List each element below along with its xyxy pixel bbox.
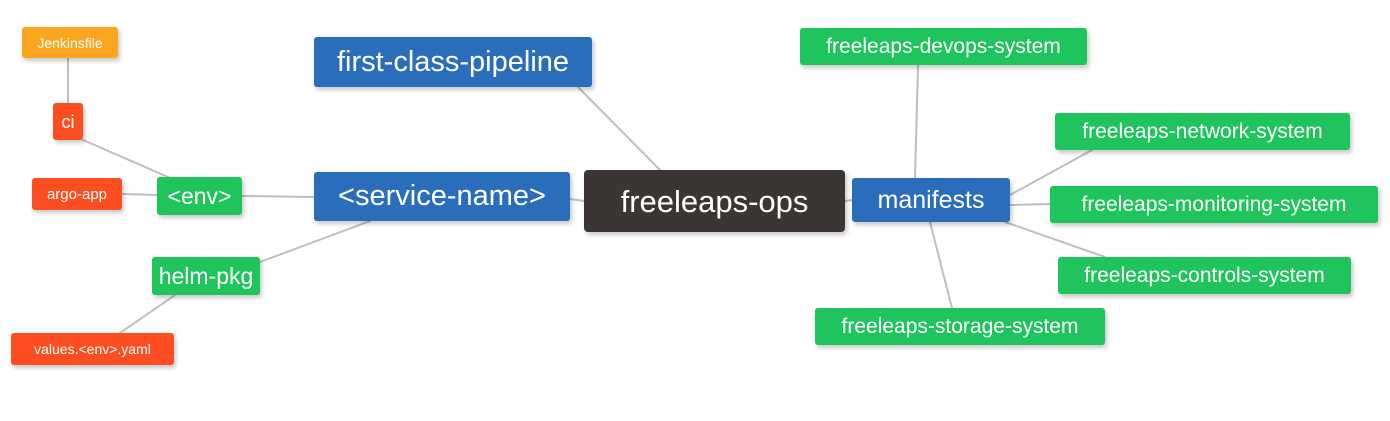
node-ci[interactable]: ci <box>53 103 83 140</box>
node-freeleaps-monitoring-system[interactable]: freeleaps-monitoring-system <box>1050 186 1378 223</box>
node-label: values.<env>.yaml <box>34 341 151 357</box>
node-label: helm-pkg <box>158 262 254 289</box>
node-label: ci <box>61 111 75 132</box>
node-label: manifests <box>877 185 985 214</box>
node-argo-app[interactable]: argo-app <box>32 178 122 210</box>
node-label: freeleaps-devops-system <box>826 35 1061 58</box>
node-freeleaps-network-system[interactable]: freeleaps-network-system <box>1055 113 1350 150</box>
edge-helm-pkg-to-values-env-yaml <box>119 294 176 334</box>
edge-first-class-pipeline-to-freeleaps-ops <box>577 86 661 171</box>
edge-manifests-to-freeleaps-controls-system <box>1004 221 1106 258</box>
node-label: freeleaps-controls-system <box>1084 264 1325 287</box>
edge-manifests-to-freeleaps-monitoring-system <box>1009 203 1051 206</box>
node-label: argo-app <box>46 185 108 203</box>
node-label: Jenkinsfile <box>37 34 103 51</box>
node-freeleaps-storage-system[interactable]: freeleaps-storage-system <box>815 308 1105 345</box>
node-freeleaps-ops[interactable]: freeleaps-ops <box>584 170 845 232</box>
node-label: freeleaps-ops <box>620 183 809 219</box>
edge-service-name-to-helm-pkg <box>259 220 371 263</box>
edge-freeleaps-ops-to-manifests <box>844 199 853 202</box>
node-helm-pkg[interactable]: helm-pkg <box>152 257 260 295</box>
node-freeleaps-controls-system[interactable]: freeleaps-controls-system <box>1058 257 1351 294</box>
edge-ci-to-env <box>82 139 169 178</box>
edge-manifests-to-freeleaps-storage-system <box>929 221 953 309</box>
edge-env-to-service-name <box>241 195 315 198</box>
node-label: freeleaps-network-system <box>1082 120 1323 143</box>
node-label: freeleaps-storage-system <box>841 315 1079 338</box>
node-first-class-pipeline[interactable]: first-class-pipeline <box>314 37 592 87</box>
node-manifests[interactable]: manifests <box>852 178 1010 222</box>
edge-argo-app-to-env <box>121 193 158 196</box>
node-label: first-class-pipeline <box>336 45 570 78</box>
node-label: <service-name> <box>338 180 546 212</box>
node-values-env-yaml[interactable]: values.<env>.yaml <box>11 333 174 365</box>
node-jenkinsfile[interactable]: Jenkinsfile <box>22 27 118 58</box>
edge-service-name-to-freeleaps-ops <box>569 198 585 202</box>
edge-manifests-to-freeleaps-devops-system <box>914 64 919 179</box>
node-label: freeleaps-monitoring-system <box>1081 193 1347 216</box>
node-freeleaps-devops-system[interactable]: freeleaps-devops-system <box>800 28 1087 65</box>
node-env[interactable]: <env> <box>157 177 242 215</box>
node-service-name[interactable]: <service-name> <box>314 172 570 221</box>
node-label: <env> <box>167 182 232 209</box>
